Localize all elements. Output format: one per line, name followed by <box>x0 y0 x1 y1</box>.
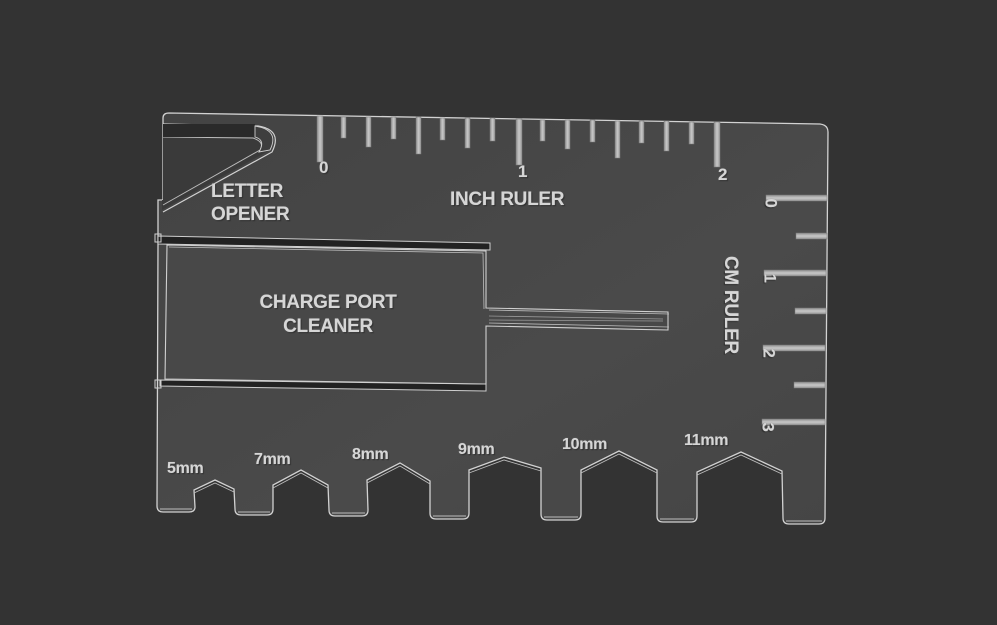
wrench-11mm-label: 11mm <box>684 432 729 449</box>
inch-number-1: 1 <box>518 162 528 181</box>
cm-ruler-label: CM RULER <box>720 256 741 354</box>
letter-opener-label-line2: OPENER <box>211 204 290 225</box>
inch-number-2: 2 <box>718 165 728 184</box>
wrench-5mm-label: 5mm <box>167 460 204 477</box>
wrench-10mm-label: 10mm <box>562 436 608 453</box>
cm-ruler-ticks <box>761 194 828 426</box>
wrench-notch-edges <box>160 453 822 522</box>
inch-ruler-label: INCH RULER <box>450 189 565 210</box>
cm-number-1: 1 <box>760 273 780 283</box>
cm-number-3: 3 <box>758 422 778 432</box>
charge-port-label-line1: CHARGE PORT <box>259 292 397 313</box>
inch-ruler-ticks <box>316 115 721 168</box>
cm-number-0: 0 <box>761 198 781 208</box>
inch-number-0: 0 <box>319 158 329 177</box>
letter-opener-slot <box>162 123 276 213</box>
wrench-8mm-label: 8mm <box>352 446 389 463</box>
letter-opener-label-line1: LETTER <box>211 181 284 202</box>
wrench-7mm-label: 7mm <box>254 451 291 468</box>
charge-port-label-line2: CLEANER <box>283 316 373 337</box>
wrench-9mm-label: 9mm <box>458 441 495 458</box>
cm-number-2: 2 <box>759 348 779 358</box>
charge-port-cleaner-slot <box>154 233 670 392</box>
